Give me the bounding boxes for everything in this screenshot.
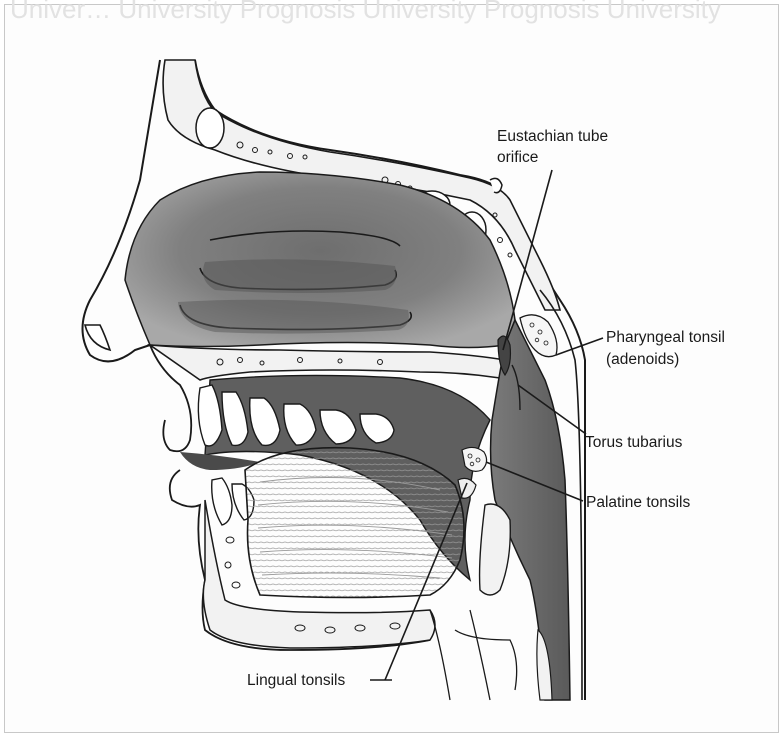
- label-eustachian-line2: orifice: [497, 149, 538, 166]
- watermark-text: Univer… University Prognosis University …: [10, 0, 721, 24]
- label-pharyngeal-line2: (adenoids): [606, 351, 679, 368]
- epiglottis: [480, 504, 511, 595]
- hard-palate: [150, 345, 505, 380]
- larynx: [430, 610, 517, 700]
- label-torus-tubarius: Torus tubarius: [585, 434, 683, 451]
- nostril: [85, 325, 110, 350]
- tongue: [245, 448, 464, 598]
- label-eustachian-line1: Eustachian tube: [497, 128, 608, 145]
- label-palatine-tonsils: Palatine tonsils: [586, 494, 691, 511]
- label-lingual-tonsils: Lingual tonsils: [247, 672, 345, 689]
- label-pharyngeal-line1: Pharyngeal tonsil: [606, 329, 725, 346]
